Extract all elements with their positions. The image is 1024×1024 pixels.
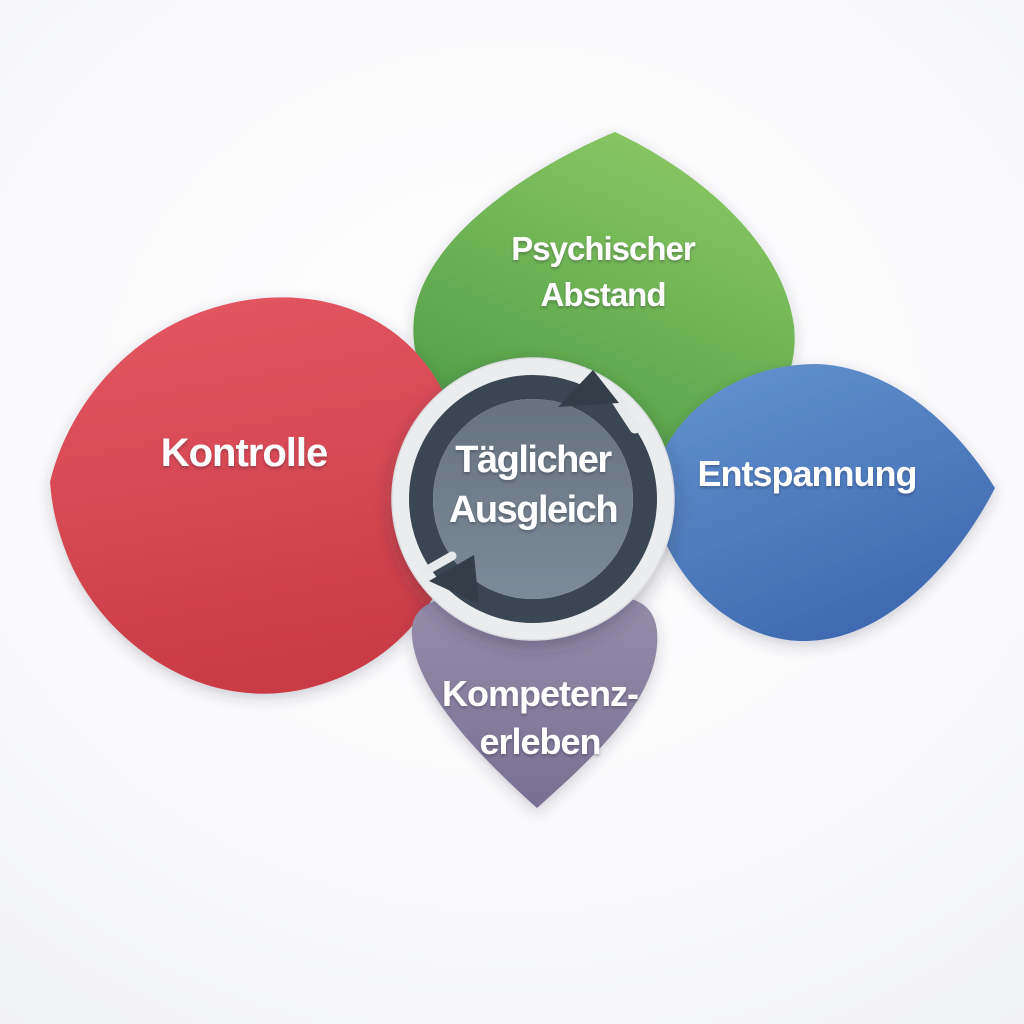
cycle-arrows-icon (419, 370, 641, 604)
center-inner-disc (433, 399, 633, 599)
petal-label-kompetenz: Kompetenz- (442, 673, 638, 714)
petal-label-abstand: Abstand (541, 276, 666, 313)
petal-kompetenzerleben (411, 596, 658, 808)
center-circle: Täglicher Ausgleich (391, 357, 675, 641)
cycle-arrowhead-top (558, 370, 619, 407)
cycle-arrowhead-bottom (429, 555, 479, 604)
petal-kontrolle (50, 297, 464, 694)
petal-label-psychischer: Psychischer (511, 230, 696, 267)
center-labels: Täglicher Ausgleich (449, 439, 619, 531)
petal-label-kontrolle: Kontrolle (161, 431, 328, 475)
petal-labels: Psychischer Abstand Kontrolle Entspannun… (161, 230, 918, 762)
cycle-ring (409, 375, 657, 623)
cycle-ring-notch-bottom (419, 551, 457, 577)
petal-entspannung (650, 364, 995, 642)
center-label-line2: Ausgleich (449, 489, 617, 531)
center-label-line1: Täglicher (455, 439, 612, 481)
petal-label-entspannung: Entspannung (698, 453, 917, 494)
petal-label-erleben: erleben (479, 721, 600, 762)
